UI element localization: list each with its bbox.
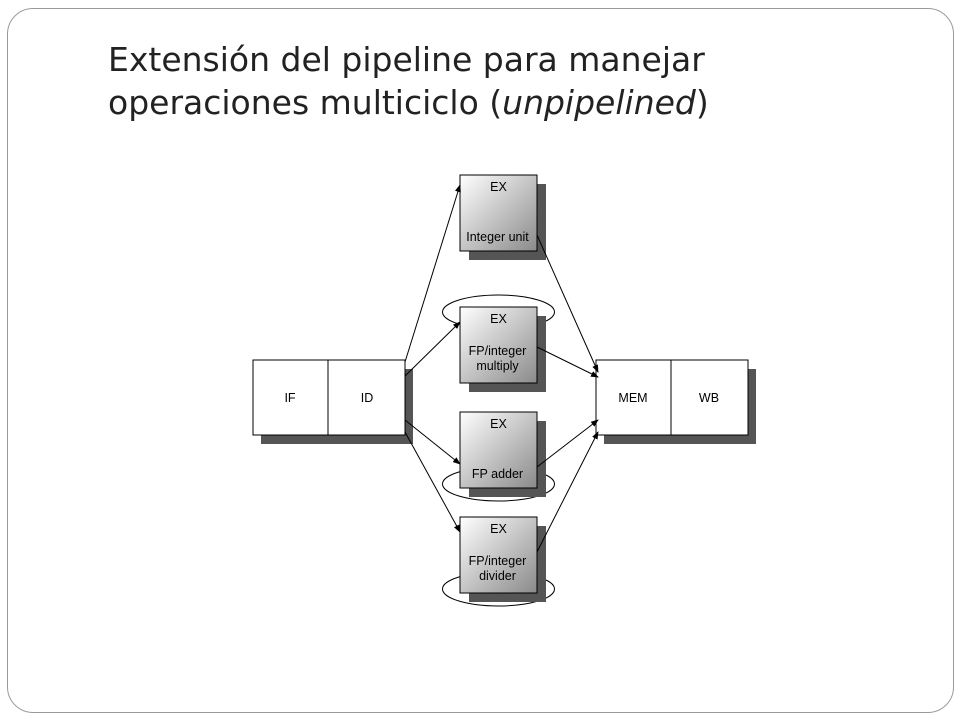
mem-wb-box [595, 359, 749, 436]
ex-unit-line: FP adder [472, 467, 523, 481]
title-line-2-prefix: operaciones multiciclo ( [108, 83, 503, 122]
ex-unit-line: divider [479, 569, 516, 583]
id-label: ID [361, 391, 374, 405]
wb-label: WB [699, 391, 719, 405]
arrow-id-to-fp-divider [404, 431, 461, 533]
mem-label: MEM [618, 391, 647, 405]
ex-unit-fp-adder: EX FP adder [442, 411, 555, 502]
if-label: IF [284, 391, 295, 405]
arrow-fp-divider-to-mem [536, 431, 599, 553]
ex-unit-line: FP/integer [469, 344, 527, 358]
arrow-id-to-fp-adder [404, 419, 461, 465]
title-line-2-suffix: ) [695, 83, 709, 122]
if-id-block: IF ID [252, 359, 413, 444]
ex-stage-label: EX [490, 522, 507, 536]
arrow-id-to-integer-unit [404, 184, 461, 363]
title-line-2-italic: unpipelined [502, 83, 696, 122]
ex-stage-label: EX [490, 312, 507, 326]
ex-unit-line: Integer unit [466, 230, 529, 244]
ex-box-fp-multiply [459, 306, 538, 384]
ex-stage-label: EX [490, 417, 507, 431]
connection-arrows [404, 184, 599, 553]
ex-box-integer-unit [459, 174, 538, 252]
ex-unit-integer-unit: EX Integer unit [459, 174, 546, 260]
arrow-id-to-fp-multiply [404, 321, 461, 377]
title-line-1: Extensión del pipeline para manejar [108, 40, 705, 79]
ex-box-fp-adder [459, 411, 538, 489]
title-line-2: operaciones multiciclo (unpipelined) [108, 81, 928, 124]
arrow-integer-unit-to-mem [536, 234, 599, 373]
ex-box-fp-divider [459, 516, 538, 594]
slide-title: Extensión del pipeline para manejar oper… [108, 38, 928, 124]
ex-stage-label: EX [490, 180, 507, 194]
arrow-fp-adder-to-mem [536, 419, 599, 468]
mem-wb-block: MEM WB [595, 359, 756, 444]
ex-unit-line: FP/integer [469, 554, 527, 568]
if-id-box [252, 359, 406, 436]
ex-unit-line: multiply [476, 359, 519, 373]
arrow-fp-multiply-to-mem [536, 346, 599, 378]
